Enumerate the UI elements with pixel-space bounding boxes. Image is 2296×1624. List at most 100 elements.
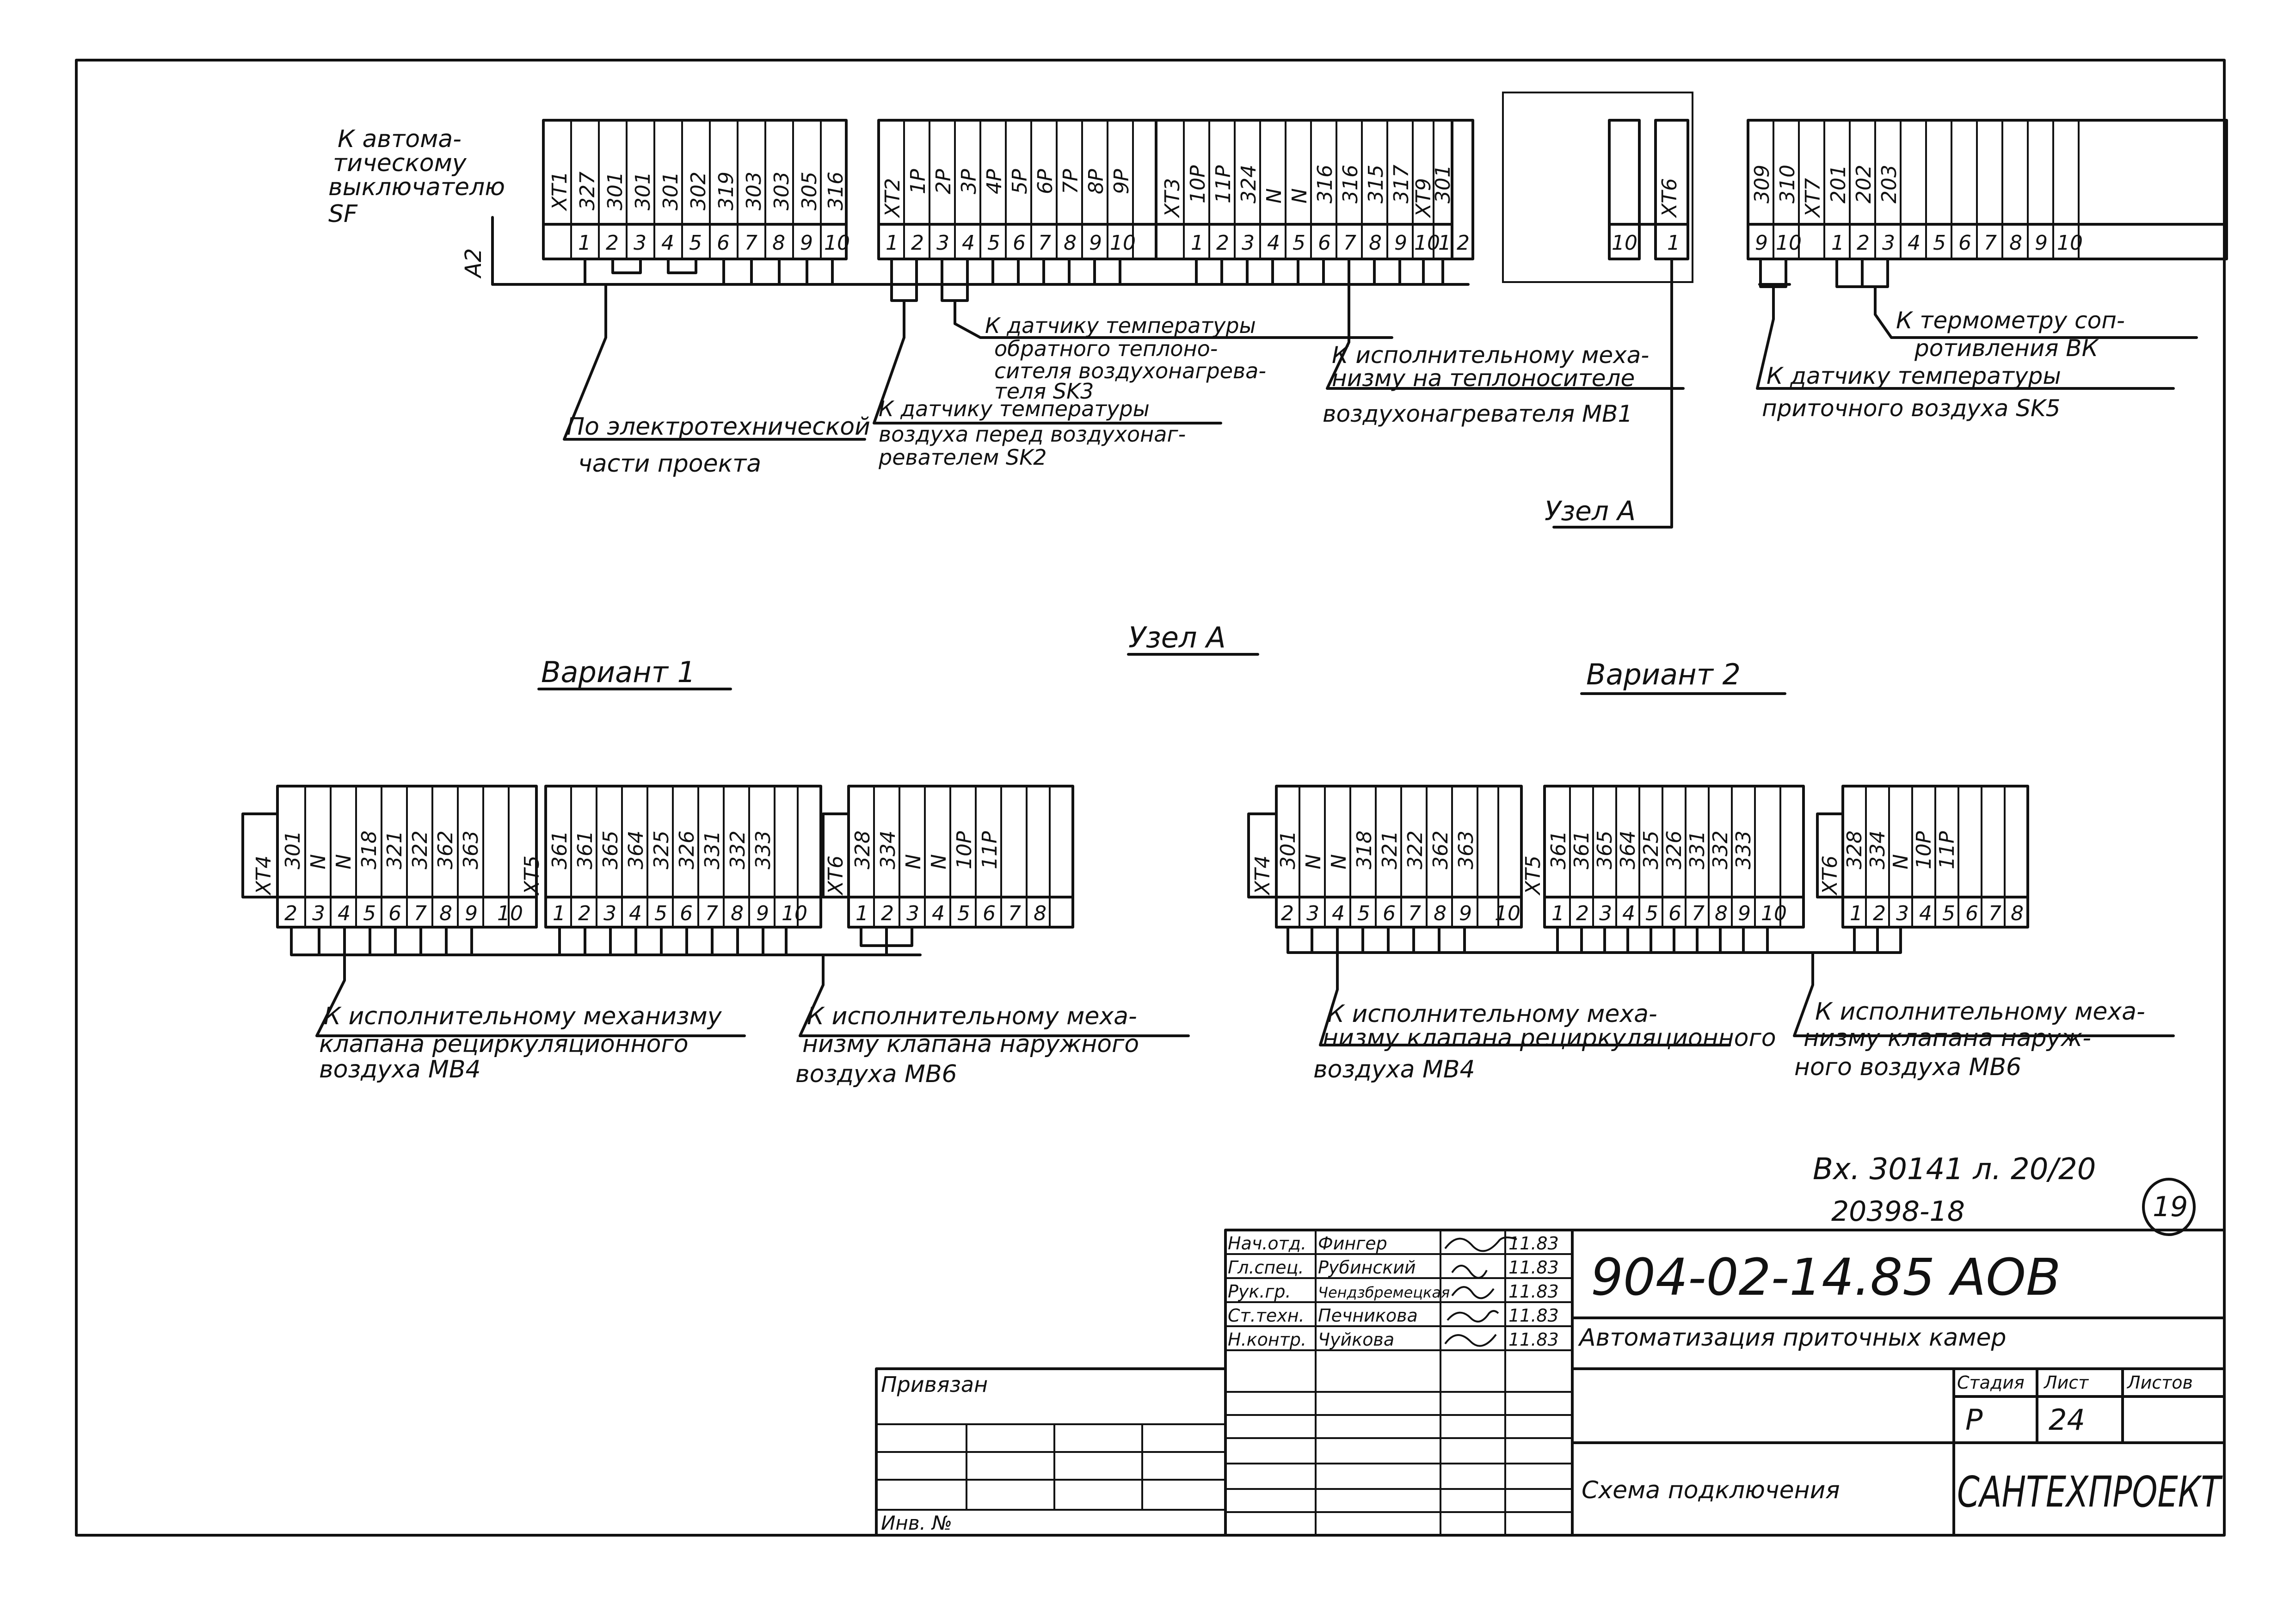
- sheet-subtitle: Схема подключения: [1582, 1476, 1840, 1504]
- v2-xt5-pin-1: 1: [1551, 902, 1564, 925]
- note-mb1-1: К исполнительному меха-: [1332, 342, 1649, 369]
- node-a-callout: Узел А: [1545, 495, 1636, 527]
- v2-xt5-pin-8: 8: [1715, 902, 1728, 925]
- xt2-pin-7: 7: [1038, 231, 1051, 255]
- v2-xt4-pin-9: 9: [1459, 902, 1472, 925]
- sf-note-line-3: выключателю: [328, 173, 505, 201]
- xt7-pin-10: 10: [2057, 231, 2083, 255]
- xt7-tag: XT7: [1801, 178, 1825, 218]
- inv-label: Инв. №: [881, 1512, 952, 1534]
- note-sk2-3: ревателем SK2: [878, 445, 1047, 470]
- leader-mb1: [1326, 283, 1685, 390]
- xt3-pin-1: 1: [1191, 231, 1204, 255]
- v2-xt5-wire-7: 331: [1686, 830, 1709, 869]
- xt1-pin-6: 6: [717, 231, 730, 255]
- sheet-designation: 904-02-14.85 АОВ: [1591, 1248, 2061, 1307]
- v2-xt6-pin-3: 3: [1896, 902, 1909, 925]
- xt1-pin-5: 5: [689, 231, 702, 255]
- note-sk3-4: теля SK3: [994, 379, 1094, 404]
- sheet-no-header: Лист: [2043, 1372, 2089, 1393]
- v2-xt4-tag: XT4: [1251, 855, 1274, 896]
- note-mb1-3: воздухонагревателя MB1: [1323, 400, 1632, 427]
- v2-leader-mb6: [1793, 951, 2175, 1037]
- v1-xt4-tag: XT4: [252, 855, 276, 896]
- v1-xt6-wire-1: 328: [851, 830, 874, 869]
- v1-xt4-wire-7: 362: [434, 830, 457, 869]
- v1-xt5-wire-7: 331: [701, 830, 724, 869]
- v2-xt6-pin-8: 8: [2011, 902, 2024, 925]
- xt2-pin-9: 9: [1089, 231, 1102, 255]
- v1-xt5-wire-4: 364: [624, 830, 648, 869]
- v2-xt5-pin-7: 7: [1692, 902, 1705, 925]
- v1-note-mb6-1: К исполнительному меха-: [807, 1003, 1137, 1030]
- v2-xt4-pin-7: 7: [1408, 902, 1421, 925]
- terminal-block-xt3: XT3 10Р 11Р 324 N N 316 316 315 317 XT9 …: [1155, 119, 1455, 286]
- v1-xt5-wire-6: 326: [675, 830, 699, 869]
- xt3-wire-8: 315: [1364, 165, 1388, 203]
- v1-xt5-pin-10: 10: [782, 902, 807, 925]
- xt6-pin-10: 10: [1612, 231, 1637, 255]
- xt7-pin-6: 6: [1958, 231, 1971, 255]
- v1-xt4-pin-5: 5: [363, 902, 376, 925]
- terminal-block-xt7: 309 310 XT7 201 202 203 9 10 1 2 3 4 5 6…: [1747, 119, 2228, 320]
- v2-xt6-pin-4: 4: [1919, 902, 1932, 925]
- v1-xt6-wire-2: 334: [876, 830, 900, 869]
- xt2-wire-3: 3Р: [957, 169, 981, 194]
- v2-xt4-wire-8: 363: [1454, 830, 1478, 869]
- xt7-pin-2: 2: [1857, 231, 1870, 255]
- v2-note-mb4-1: К исполнительному меха-: [1327, 1000, 1657, 1028]
- note-sk2-2: воздуха перед воздухонаг-: [879, 422, 1186, 447]
- xt1-pin-7: 7: [745, 231, 757, 255]
- xt7-pin-5: 5: [1933, 231, 1946, 255]
- xt1-tag: XT1: [548, 171, 572, 211]
- v2-xt6-pin-7: 7: [1988, 902, 2001, 925]
- v2-xt5-pin-4: 4: [1622, 902, 1635, 925]
- v2-xt6-pin-5: 5: [1942, 902, 1955, 925]
- xt1-pin-2: 2: [606, 231, 619, 255]
- leader-elec: [563, 283, 866, 441]
- sig-date-3: 11.83: [1508, 1281, 1559, 1302]
- xt7-pin-1: 1: [1831, 231, 1844, 255]
- v1-note-mb6-2: низму клапана наружного: [802, 1030, 1139, 1058]
- xt9-pin-1: 1: [1438, 231, 1451, 255]
- xt1-wire-8: 303: [770, 172, 794, 210]
- xt7-pin-7: 7: [1984, 231, 1997, 255]
- v1-xt4-wire-5: 321: [383, 830, 406, 869]
- sig-name-3: Чендзбремецкая: [1318, 1284, 1450, 1301]
- terminal-block-xt9: 2: [1451, 119, 1474, 260]
- sf-note: К автома- тическому выключателю SF: [328, 125, 505, 228]
- v1-xt5-wire-1: 361: [548, 830, 572, 869]
- v2-xt4-wire-6: 322: [1403, 830, 1427, 869]
- v1-xt6-pin-6: 6: [983, 902, 996, 925]
- xt3-pin-9: 9: [1394, 231, 1407, 255]
- xt7-pin-3: 3: [1882, 231, 1895, 255]
- v2-xt4-pin-6: 6: [1383, 902, 1396, 925]
- note-vk-2: ротивления ВК: [1914, 335, 2099, 362]
- v2-xt5-pin-5: 5: [1645, 902, 1658, 925]
- sig-name-5: Чуйкова: [1318, 1329, 1394, 1350]
- v2-xt5-wire-8: 332: [1709, 830, 1732, 869]
- xt7-pin-10a: 10: [1776, 231, 1802, 255]
- xt2-pin-4: 4: [962, 231, 975, 255]
- xt1-wire-2: 301: [603, 172, 627, 210]
- xt3-pin-2: 2: [1216, 231, 1229, 255]
- v2-xt6-tag: XT6: [1818, 855, 1842, 896]
- xt3-pin-4: 4: [1267, 231, 1280, 255]
- xt3-wire-5: N: [1288, 188, 1311, 203]
- sig-role-1: Нач.отд.: [1228, 1233, 1306, 1254]
- v2-xt5-wire-9: 333: [1732, 830, 1755, 869]
- variant-2: Вариант 2 XT4 301 N N 318 321 322 362 36…: [1247, 658, 2175, 1083]
- sig-role-3: Рук.гр.: [1228, 1281, 1291, 1302]
- xt2-pin-1: 1: [886, 231, 899, 255]
- xt1-wire-4: 301: [659, 172, 683, 210]
- sf-note-line-1: К автома-: [338, 125, 462, 153]
- v1-xt6-wire-4: N: [927, 854, 951, 869]
- sig-date-5: 11.83: [1508, 1329, 1559, 1350]
- xt7-wire-2: 310: [1776, 165, 1799, 203]
- xt1-pin-10: 10: [824, 231, 850, 255]
- v2-xt6-pin-2: 2: [1873, 902, 1886, 925]
- xt2-tag: XT2: [881, 178, 905, 218]
- stage-header: Стадия: [1957, 1372, 2025, 1393]
- v1-xt6-pin-1: 1: [856, 902, 868, 925]
- xt6-pin-1: 1: [1667, 231, 1680, 255]
